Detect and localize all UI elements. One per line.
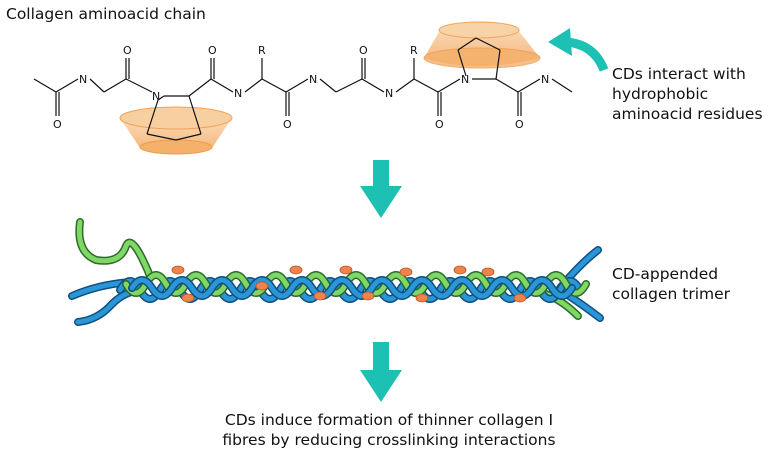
down-arrow-icon — [360, 342, 402, 402]
cd-bead — [361, 291, 375, 301]
cd-bead — [289, 265, 303, 275]
atom-n: N — [152, 90, 160, 103]
cd-bead — [339, 265, 353, 275]
curved-arrow-icon — [548, 28, 609, 72]
cd-bead — [415, 293, 429, 303]
atom-n: N — [385, 87, 393, 100]
collagen-peptide-chain — [33, 58, 573, 116]
down-arrow-icon — [360, 160, 402, 218]
cd-bead — [453, 265, 467, 275]
conclusion-line: CDs induce formation of thinner collagen… — [224, 411, 554, 429]
atom-o: O — [359, 44, 368, 57]
conclusion-line: fibres by reducing crosslinking interact… — [222, 431, 556, 449]
cd-bead — [171, 265, 185, 275]
atom-n: N — [309, 73, 317, 86]
atom-o: O — [283, 118, 292, 131]
atom-n: N — [234, 87, 242, 100]
cd-bead — [399, 267, 413, 277]
atom-n: N — [541, 73, 549, 86]
cd-bead — [255, 281, 269, 291]
cyclodextrin-cone-2 — [423, 21, 541, 80]
cd-bead — [481, 267, 495, 277]
note-line: hydrophobic — [612, 85, 709, 103]
atom-o: O — [515, 118, 524, 131]
atom-r: R — [258, 44, 266, 57]
trimer-label-line: CD-appended — [612, 265, 719, 283]
atom-o: O — [123, 44, 132, 57]
trimer-label-line: collagen trimer — [612, 285, 731, 303]
conclusion-text: CDs induce formation of thinner collagen… — [0, 410, 778, 450]
atom-o: O — [208, 44, 217, 57]
collagen-trimer — [68, 218, 604, 326]
atom-labels: N O O N O N R O N O N R O N O N — [53, 44, 549, 131]
cd-bead — [513, 293, 527, 303]
atom-o: O — [53, 118, 62, 131]
cd-interaction-note: CDs interact with hydrophobic aminoacid … — [612, 64, 778, 124]
cd-beads — [171, 265, 527, 303]
atom-o: O — [435, 118, 444, 131]
atom-r: R — [410, 44, 418, 57]
trimer-label: CD-appended collagen trimer — [612, 264, 772, 304]
cd-bead — [181, 293, 195, 303]
diagram-title: Collagen aminoacid chain — [6, 5, 206, 23]
note-line: CDs interact with — [612, 65, 746, 83]
atom-n: N — [79, 73, 87, 86]
cd-bead — [313, 291, 327, 301]
cyclodextrin-cone-1 — [119, 95, 233, 155]
note-line: aminoacid residues — [612, 105, 763, 123]
atom-n: N — [461, 73, 469, 86]
